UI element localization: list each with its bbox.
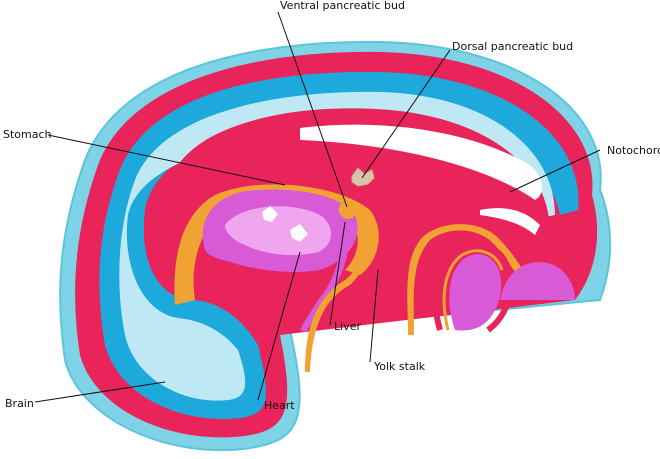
neural-cavity (119, 91, 555, 401)
label-yolk-stalk: Yolk stalk (373, 360, 426, 373)
label-ventral-pancreatic-bud: Ventral pancreatic bud (280, 0, 405, 12)
label-brain: Brain (5, 397, 34, 410)
label-heart: Heart (264, 399, 295, 412)
hindgut-loop (449, 254, 502, 331)
leader-ventral-pancreatic-bud (277, 11, 348, 208)
label-stomach: Stomach (3, 128, 52, 141)
heart-cavity-1 (262, 206, 278, 222)
tail-region (500, 262, 575, 300)
label-liver: Liver (334, 320, 361, 333)
leader-yolk-stalk (369, 269, 379, 363)
neural-canal (99, 71, 579, 420)
leader-brain (34, 381, 166, 403)
notochord-lower-canal (480, 208, 540, 235)
ventral-pancreatic-bud (338, 200, 357, 220)
leader-heart (257, 251, 301, 401)
leader-dorsal-pancreatic-bud (361, 49, 451, 179)
notochord-canal (300, 124, 542, 200)
leader-notochord (509, 149, 601, 193)
leader-liver (329, 221, 346, 326)
heart-cavity-2 (290, 224, 308, 242)
label-notochord: Notochord (607, 144, 660, 157)
heart-chambers (225, 206, 332, 256)
leader-stomach (47, 134, 286, 186)
hindgut-loop-outline (432, 240, 514, 333)
label-dorsal-pancreatic-bud: Dorsal pancreatic bud (452, 40, 573, 53)
hindgut-loop-orange (442, 249, 504, 331)
